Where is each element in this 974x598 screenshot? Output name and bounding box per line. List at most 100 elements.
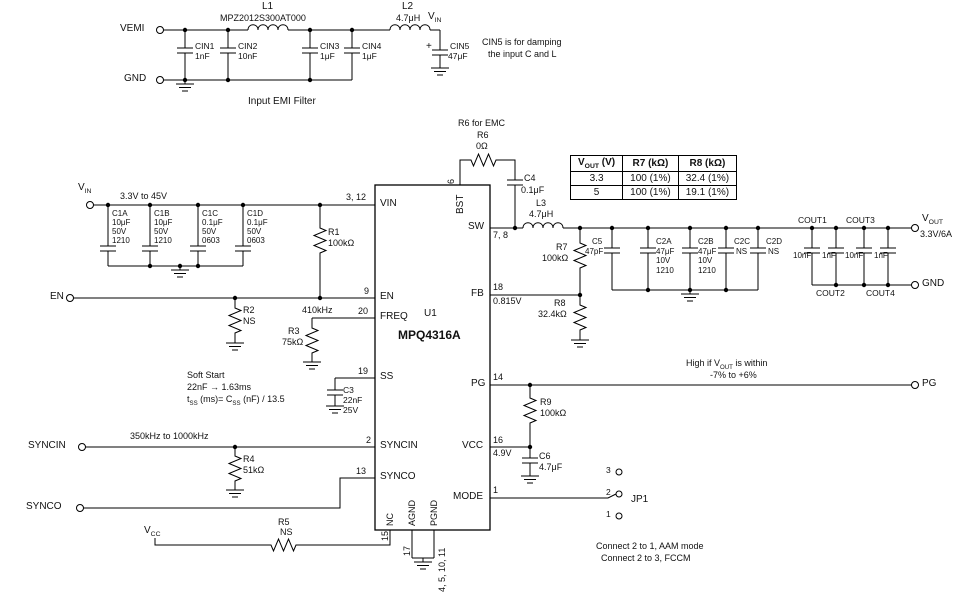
l2-ref-label: L2 bbox=[402, 1, 414, 12]
r4-ref-label: R4 bbox=[243, 454, 255, 464]
c3-voltage-label: 25V bbox=[343, 405, 359, 415]
ic-pin-synco: SYNCO bbox=[380, 471, 416, 482]
table-row: 5 100 (1%) 19.1 (1%) bbox=[569, 185, 738, 200]
gnd-terminal-label: GND bbox=[124, 73, 147, 84]
c1c-ref-label: C1C bbox=[202, 209, 219, 218]
r1-ref-label: R1 bbox=[328, 227, 340, 237]
emi-caption: Input EMI Filter bbox=[248, 96, 316, 107]
soft-start-title: Soft Start bbox=[187, 370, 225, 380]
pg-terminal-label: PG bbox=[922, 378, 937, 389]
r8-value-label: 32.4kΩ bbox=[538, 309, 567, 319]
c1a-ref-label: C1A bbox=[112, 209, 128, 218]
c1b-size-label: 1210 bbox=[154, 236, 172, 245]
sync-wires bbox=[76, 443, 375, 512]
c2a-ref-label: C2A bbox=[656, 237, 672, 246]
ground-symbol bbox=[570, 339, 590, 348]
r6-ref-label: R6 bbox=[477, 130, 489, 140]
c6-capacitor-symbol bbox=[521, 457, 539, 464]
c2d-ref-label: C2D bbox=[766, 237, 783, 246]
r2-resistor-symbol bbox=[228, 304, 242, 337]
cout3-ref-label: COUT3 bbox=[846, 215, 875, 225]
r9-ref-label: R9 bbox=[540, 397, 552, 407]
l3-value-label: 4.7μH bbox=[529, 209, 554, 219]
jp1-pin3-label: 3 bbox=[606, 465, 611, 475]
pin-num-bst: 6 bbox=[446, 178, 456, 184]
c3-ref-label: C3 bbox=[343, 385, 354, 395]
r6-resistor-symbol bbox=[467, 153, 500, 167]
cout1-ref-label: COUT1 bbox=[798, 215, 827, 225]
en-terminal-label: EN bbox=[50, 291, 64, 302]
gnd-out-terminal bbox=[911, 281, 919, 289]
c1d-size-label: 0603 bbox=[247, 236, 265, 245]
cin3-value-label: 1μF bbox=[320, 51, 335, 61]
c1a-voltage-label: 50V bbox=[112, 227, 127, 236]
r8-resistor-symbol bbox=[573, 301, 587, 334]
l1-value-label: MPZ2012S300AT000 bbox=[220, 13, 306, 23]
l2-value-label: 4.7μH bbox=[396, 13, 421, 23]
pin-num-pgnd: 4, 5, 10, 11 bbox=[437, 547, 447, 592]
ic-pin-nc: NC bbox=[385, 513, 395, 526]
gnd-out-terminal-label: GND bbox=[922, 278, 945, 289]
c1b-value-label: 10μF bbox=[154, 218, 173, 227]
ic-ref-label: U1 bbox=[424, 308, 437, 319]
jp1-pin1 bbox=[615, 512, 623, 520]
cout4-ref-label: COUT4 bbox=[866, 288, 895, 298]
c1d-voltage-label: 50V bbox=[247, 227, 262, 236]
r7-value-label: 100kΩ bbox=[542, 253, 569, 263]
cin1-capacitor-symbol bbox=[176, 47, 194, 54]
c1b-voltage-label: 50V bbox=[154, 227, 169, 236]
ic-pin-vcc: VCC bbox=[462, 440, 484, 451]
r1-resistor-symbol bbox=[313, 224, 327, 257]
pin-num-vin: 3, 12 bbox=[346, 192, 367, 202]
c5-value-label: 47pF bbox=[585, 247, 604, 256]
jp1-pin2 bbox=[615, 490, 623, 498]
c1c-capacitor-symbol bbox=[189, 245, 207, 252]
ground-symbol bbox=[325, 405, 345, 414]
c5-capacitor-symbol bbox=[603, 247, 621, 254]
cout2-ref-label: COUT2 bbox=[816, 288, 845, 298]
cin5-note-line2: the input C and L bbox=[488, 49, 557, 59]
ground-symbol bbox=[175, 83, 195, 92]
l3-inductor-symbol bbox=[522, 222, 564, 229]
c2a-size-label: 1210 bbox=[656, 266, 674, 275]
table-row: 3.3 100 (1%) 32.4 (1%) bbox=[569, 171, 738, 186]
ic-pin-ss: SS bbox=[380, 371, 394, 382]
c1a-capacitor-symbol bbox=[99, 245, 117, 252]
c1c-size-label: 0603 bbox=[202, 236, 220, 245]
emi-filter-wires bbox=[156, 24, 450, 92]
r3-ref-label: R3 bbox=[288, 326, 300, 336]
r5-resistor-symbol bbox=[267, 538, 300, 552]
vout-resistor-table: VOUT (V) R7 (kΩ) R8 (kΩ) 3.3 100 (1%) 32… bbox=[569, 155, 738, 200]
cin1-value-label: 1nF bbox=[195, 51, 210, 61]
ic-pin-bst: BST bbox=[455, 194, 466, 214]
r9-value-label: 100kΩ bbox=[540, 408, 567, 418]
ic-pin-pgnd: PGND bbox=[429, 499, 439, 526]
syncin-terminal bbox=[78, 443, 86, 451]
c1b-capacitor-symbol bbox=[141, 245, 159, 252]
l3-ref-label: L3 bbox=[536, 198, 547, 208]
r6-value-label: 0Ω bbox=[476, 141, 488, 151]
pg-vcc-mode-wires bbox=[490, 381, 919, 520]
cin5-value-label: 47μF bbox=[448, 51, 468, 61]
c2a-value-label: 47μF bbox=[656, 247, 675, 256]
vout-rating-label: 3.3V/6A bbox=[920, 229, 953, 239]
vin-label: VIN bbox=[78, 182, 92, 195]
jp1-pin3 bbox=[615, 468, 623, 476]
vcc-nc-gnd-wires bbox=[154, 530, 435, 570]
freq-value-label: 410kHz bbox=[302, 305, 333, 315]
l1-inductor-symbol bbox=[247, 24, 289, 31]
r2-value-label: NS bbox=[243, 316, 256, 326]
en-freq-ss-wires bbox=[66, 294, 375, 414]
cout1-value-label: 10nF bbox=[793, 251, 812, 260]
ic-pin-en: EN bbox=[380, 291, 394, 302]
vemi-terminal bbox=[156, 26, 164, 34]
cout4-value-label: 1nF bbox=[874, 251, 888, 260]
c2b-size-label: 1210 bbox=[698, 266, 716, 275]
r7-ref-label: R7 bbox=[556, 242, 568, 252]
r1-value-label: 100kΩ bbox=[328, 238, 355, 248]
vin-range-label: 3.3V to 45V bbox=[120, 191, 168, 201]
cin2-ref-label: CIN2 bbox=[238, 41, 258, 51]
jp1-pin1-label: 1 bbox=[606, 509, 611, 519]
cin5-ref-label: CIN5 bbox=[450, 41, 470, 51]
cin1-ref-label: CIN1 bbox=[195, 41, 215, 51]
